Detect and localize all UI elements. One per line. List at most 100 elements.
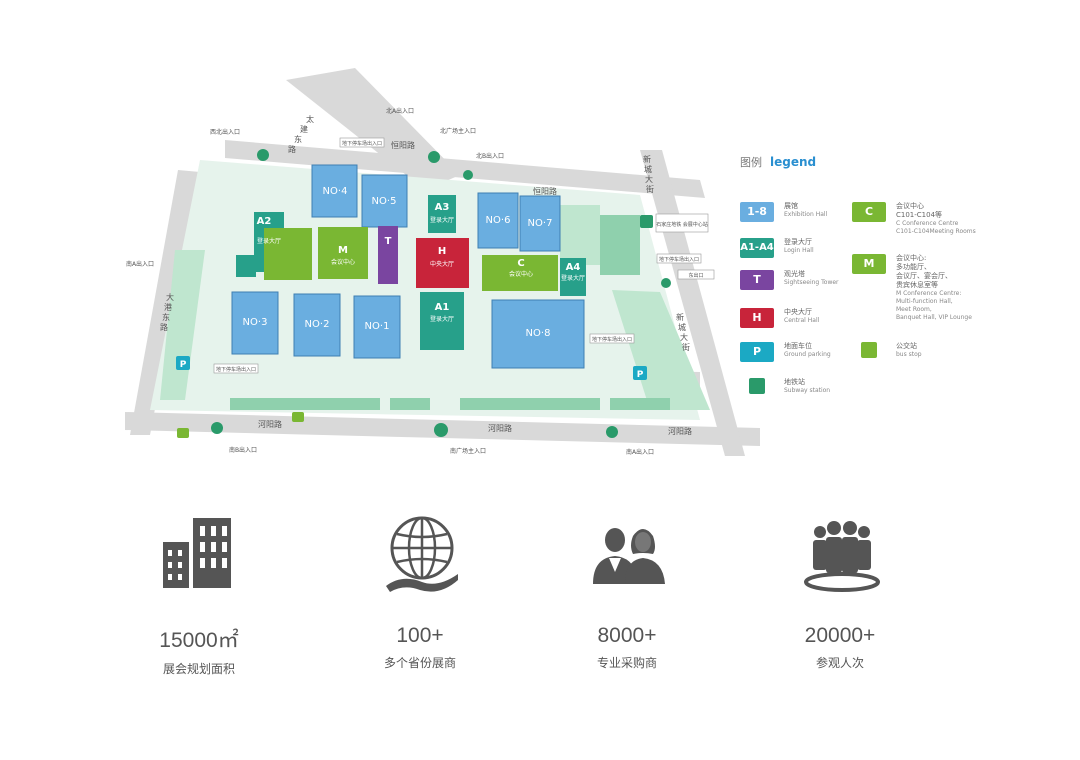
callout-parking-east-box	[656, 253, 702, 264]
callout-parking-right-box	[589, 333, 635, 344]
hall-no4[interactable]	[311, 164, 358, 218]
conference-m[interactable]	[318, 227, 368, 279]
label-p-right: P	[637, 370, 644, 380]
label-a4-sub: 登录大厅	[561, 274, 585, 282]
road-heyang-mid: 河阳路	[488, 423, 512, 433]
special-buildings	[176, 149, 671, 438]
crowd-icon	[740, 510, 940, 592]
callout-parking-left: 地下停车场出入口	[216, 366, 256, 373]
road-dagang-2: 港	[164, 302, 172, 312]
legend-text-en: Subway station	[784, 387, 831, 394]
legend-text-cn: 中央大厅	[784, 308, 812, 316]
label-t: T	[385, 236, 392, 247]
callout-east-exit-box	[677, 269, 715, 280]
bus-stop-icon[interactable]	[177, 428, 189, 438]
label-no1: NO·1	[365, 321, 390, 332]
label-a1: A1	[435, 302, 450, 313]
hall-no8[interactable]	[491, 299, 585, 369]
callout-parking-top-box	[339, 137, 385, 148]
central-hall-h[interactable]	[416, 238, 469, 288]
legend-text-en: Sightseeing Tower	[784, 279, 839, 286]
label-a3: A3	[435, 202, 450, 213]
hall-a2-wing[interactable]	[236, 255, 256, 277]
expo-site-map: NO·4 NO·5 NO·6 NO·7 NO·3 NO·2 NO·1 NO·8 …	[125, 68, 760, 456]
entrance-south-a-left: 南A出入口	[126, 260, 154, 268]
hall-a1[interactable]	[420, 292, 464, 350]
legend-title-en: legend	[770, 155, 817, 169]
parking-right[interactable]	[633, 366, 647, 380]
entrance-north-a: 北A出入口	[386, 107, 414, 115]
road-dongqi-2: 建	[300, 124, 308, 134]
legend-badge: C	[852, 202, 886, 222]
entrance-south-west: 南B出入口	[229, 446, 257, 454]
subway-icon[interactable]	[640, 215, 653, 228]
callout-east-exit: 东出口	[688, 272, 703, 279]
legend-text-cn: 观光塔	[784, 270, 805, 278]
stat-visitors: 20000+ 参观人次	[740, 510, 940, 671]
entrance-icon-nw[interactable]	[257, 149, 269, 161]
legend-text-en: Central Hall	[784, 317, 820, 324]
entrance-icon-s[interactable]	[434, 423, 448, 437]
legend-text-en: Ground parking	[784, 351, 831, 358]
tower-t[interactable]	[378, 226, 398, 284]
hall-no2[interactable]	[293, 293, 341, 357]
entrance-icon-n[interactable]	[428, 151, 440, 163]
hall-a4[interactable]	[560, 258, 586, 296]
entrance-icon-nb[interactable]	[463, 170, 473, 180]
callouts: 地下停车场出入口 地下停车场出入口 地下停车场出入口 地下停车场出入口 东出口 …	[213, 137, 715, 374]
road-dagang-1: 大	[166, 292, 174, 302]
legend-badge: A1-A4	[740, 238, 774, 258]
conference-c[interactable]	[482, 255, 558, 291]
road-dagang-3: 东	[162, 312, 170, 322]
hall-no1[interactable]	[353, 295, 401, 359]
building-labels: NO·4 NO·5 NO·6 NO·7 NO·3 NO·2 NO·1 NO·8 …	[180, 186, 644, 380]
hall-no3[interactable]	[231, 291, 279, 355]
hall-no5[interactable]	[361, 174, 408, 228]
road-dongqi-3: 东	[294, 134, 302, 144]
label-no8: NO·8	[526, 328, 551, 339]
road-xincheng-top-1: 新	[643, 154, 651, 164]
callout-metro: 石家庄地铁 会展中心站	[656, 221, 708, 228]
lawn-south-4	[610, 398, 670, 410]
buildings-icon	[99, 510, 299, 590]
road-labels: 恒阳路 恒阳路 河阳路 河阳路 河阳路 太 建 东 路 大 港 东 路 新 城 …	[160, 114, 692, 436]
parking-left[interactable]	[176, 356, 190, 370]
entrance-icon-e[interactable]	[661, 278, 671, 288]
legend-text-en: bus stop	[896, 351, 922, 358]
legend-badge	[861, 342, 877, 358]
callout-parking-east: 地下停车场出入口	[659, 256, 699, 263]
site-base	[150, 160, 700, 420]
legend-text-en: Login Hall	[784, 247, 814, 254]
road-xincheng-bot-4: 街	[682, 342, 690, 352]
label-no3: NO·3	[243, 317, 268, 328]
legend-text-cn: 地铁站	[784, 378, 805, 386]
legend-title-cn: 图例	[740, 156, 762, 169]
conference-m-left[interactable]	[264, 228, 312, 280]
entrance-labels: 西北出入口 北A出入口 北广场主入口 北B出入口 南A出入口 南B出入口 南广场…	[126, 107, 654, 456]
legend-text-cn: 公交站	[896, 342, 917, 350]
legend-text-en: Exhibition Hall	[784, 211, 828, 218]
stat-exhibitors-label: 多个省份展商	[383, 656, 456, 670]
entrance-icon-se[interactable]	[606, 426, 618, 438]
hall-no6[interactable]	[477, 192, 519, 249]
road-hengyang-top	[225, 140, 705, 198]
callout-metro-box	[655, 213, 709, 233]
entrance-south-a-right: 南A出入口	[626, 448, 654, 456]
label-h-sub: 中央大厅	[430, 260, 454, 268]
hall-a3[interactable]	[428, 195, 456, 233]
lawn-south-2	[390, 398, 430, 410]
label-m-sub: 会议中心	[331, 258, 355, 266]
legend-badge: M	[852, 254, 886, 274]
entrance-northwest: 西北出入口	[210, 128, 240, 136]
entrance-icon-sw[interactable]	[211, 422, 223, 434]
label-c: C	[517, 258, 524, 269]
legend-text-cn: 展馆	[784, 202, 798, 210]
bus-stop-icon-2[interactable]	[292, 412, 304, 422]
hall-no7[interactable]	[519, 195, 561, 252]
label-no7: NO·7	[528, 218, 553, 229]
